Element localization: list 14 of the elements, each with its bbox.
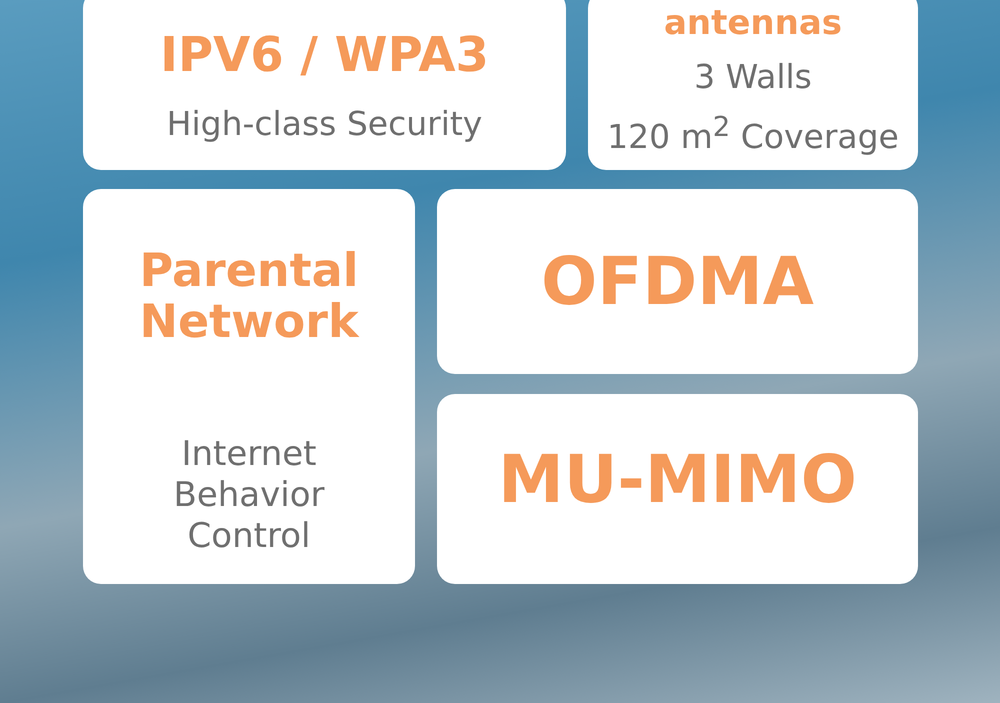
feature-text: Internet Behavior Control: [174, 434, 324, 556]
feature-card: [437, 394, 918, 584]
feature-title: antennas: [664, 3, 842, 43]
feature-card: [83, 0, 566, 170]
feature-title: Parental Network: [139, 243, 359, 348]
feature-title: MU-MIMO: [498, 441, 857, 518]
feature-text: 3 Walls: [694, 57, 812, 96]
feature-card: [83, 189, 415, 584]
feature-card: [588, 0, 918, 170]
feature-title: IPV6 / WPA3: [160, 27, 489, 83]
feature-title: OFDMA: [541, 243, 814, 320]
feature-card: [437, 189, 918, 374]
feature-text: High-class Security: [166, 104, 482, 143]
feature-text: 120 m$^{2}$ Coverage: [607, 117, 899, 156]
